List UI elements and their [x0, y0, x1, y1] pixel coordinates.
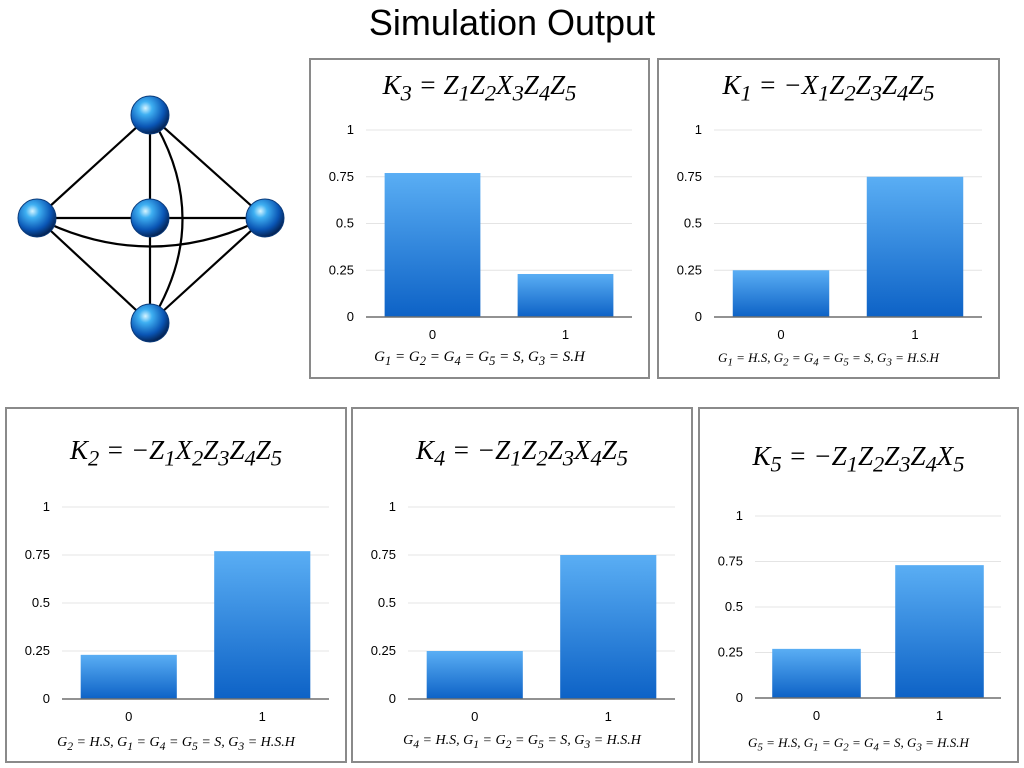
chart-caption-k3: G1 = G2 = G4 = G5 = S, G3 = S.H — [374, 349, 585, 368]
y-tick-label: 0.5 — [336, 216, 354, 231]
y-tick-label: 0.25 — [25, 643, 50, 658]
graph-nodes — [17, 95, 285, 343]
chart-title-k4: K4 = −Z1Z2Z3X4Z5 — [415, 435, 629, 471]
bar-0 — [384, 173, 481, 317]
x-tick-label: 1 — [562, 327, 569, 342]
y-tick-label: 0 — [736, 690, 743, 705]
chart-caption-k4: G4 = H.S, G1 = G2 = G5 = S, G3 = H.S.H — [403, 733, 641, 751]
bar-0 — [732, 270, 830, 317]
graph-edge — [36, 217, 266, 248]
bar-1 — [895, 565, 984, 698]
graph-state-diagram — [17, 95, 285, 343]
chart-title-k2: K2 = −Z1X2Z3Z4Z5 — [69, 435, 283, 471]
y-tick-label: 0 — [389, 691, 396, 706]
graph-edge — [149, 217, 266, 324]
bar-0 — [426, 651, 523, 699]
graph-edge — [36, 217, 151, 324]
bar-1 — [214, 551, 311, 699]
bar-1 — [517, 273, 614, 317]
chart-panel-k2: K2 = −Z1X2Z3Z4Z5 0 0.25 0.5 0.75 1 0 1 G2 = H.… — [5, 407, 347, 763]
bar-chart-k1: 0 0.25 0.5 0.75 1 0 1 — [677, 122, 982, 342]
bar-chart-k3: 0 0.25 0.5 0.75 1 0 1 — [329, 122, 632, 342]
y-tick-label: 1 — [695, 122, 702, 137]
page-title: Simulation Output — [368, 2, 656, 43]
y-tick-label: 0.5 — [725, 599, 743, 614]
chart-caption-k5: G5 = H.S, G1 = G2 = G4 = S, G3 = H.S.H — [748, 735, 969, 754]
y-tick-label: 0.75 — [371, 547, 396, 562]
y-tick-label: 1 — [736, 508, 743, 523]
chart-panel-k4: K4 = −Z1Z2Z3X4Z5 0 0.25 0.5 0.75 1 0 1 G4 = H.… — [351, 407, 693, 763]
y-tick-label: 1 — [43, 499, 50, 514]
bar-0 — [80, 654, 177, 699]
bar-1 — [866, 176, 964, 317]
chart-panel-k1: K1 = −X1Z2Z3Z4Z5 0 0.25 0.5 0.75 1 0 1 G1 = H.… — [657, 58, 1000, 379]
chart-title-k5: K5 = −Z1Z2Z3Z4X5 — [752, 441, 965, 477]
x-tick-label: 0 — [777, 327, 784, 342]
node-left-sphere-icon — [17, 198, 57, 238]
x-tick-label: 1 — [936, 708, 943, 723]
chart-panel-k5: K5 = −Z1Z2Z3Z4X5 0 0.25 0.5 0.75 1 0 1 G5 = H.… — [698, 407, 1019, 763]
chart-caption-k2: G2 = H.S, G1 = G4 = G5 = S, G3 = H.S.H — [57, 735, 295, 753]
y-tick-label: 0.75 — [718, 554, 743, 569]
y-tick-label: 0.25 — [371, 643, 396, 658]
x-tick-label: 0 — [429, 327, 436, 342]
chart-panel-k3: K3 = Z1Z2X3Z4Z5 0 0.25 0.5 0.75 1 0 1 G1 = G2 … — [309, 58, 650, 379]
y-tick-label: 0.5 — [32, 595, 50, 610]
node-bottom-sphere-icon — [130, 303, 170, 343]
node-top-sphere-icon — [130, 95, 170, 135]
chart-title-k1: K1 = −X1Z2Z3Z4Z5 — [722, 70, 935, 106]
node-right-sphere-icon — [245, 198, 285, 238]
y-tick-label: 0.25 — [329, 262, 354, 277]
chart-title-k3: K3 = Z1Z2X3Z4Z5 — [382, 70, 577, 106]
graph-edge — [149, 114, 266, 219]
y-tick-label: 0 — [43, 691, 50, 706]
graph-edge — [149, 114, 184, 324]
x-tick-label: 1 — [605, 709, 612, 724]
x-tick-label: 0 — [125, 709, 132, 724]
x-tick-label: 1 — [911, 327, 918, 342]
x-tick-label: 0 — [471, 709, 478, 724]
bar-chart-k5: 0 0.25 0.5 0.75 1 0 1 — [718, 508, 1001, 723]
y-tick-label: 0 — [347, 309, 354, 324]
bar-1 — [560, 555, 657, 699]
y-tick-label: 1 — [347, 122, 354, 137]
y-tick-label: 0.5 — [378, 595, 396, 610]
y-tick-label: 0.75 — [25, 547, 50, 562]
graph-edge — [36, 114, 151, 219]
y-tick-label: 0.25 — [677, 262, 702, 277]
y-tick-label: 0.75 — [329, 169, 354, 184]
x-tick-label: 0 — [813, 708, 820, 723]
node-center-sphere-icon — [130, 198, 170, 238]
x-tick-label: 1 — [259, 709, 266, 724]
y-tick-label: 0.75 — [677, 169, 702, 184]
y-tick-label: 0.5 — [684, 216, 702, 231]
y-tick-label: 0.25 — [718, 645, 743, 660]
y-tick-label: 0 — [695, 309, 702, 324]
bar-0 — [772, 648, 861, 698]
bar-chart-k4: 0 0.25 0.5 0.75 1 0 1 — [371, 499, 675, 724]
bar-chart-k2: 0 0.25 0.5 0.75 1 0 1 — [25, 499, 329, 724]
y-tick-label: 1 — [389, 499, 396, 514]
chart-caption-k1: G1 = H.S, G2 = G4 = G5 = S, G3 = H.S.H — [718, 350, 939, 369]
